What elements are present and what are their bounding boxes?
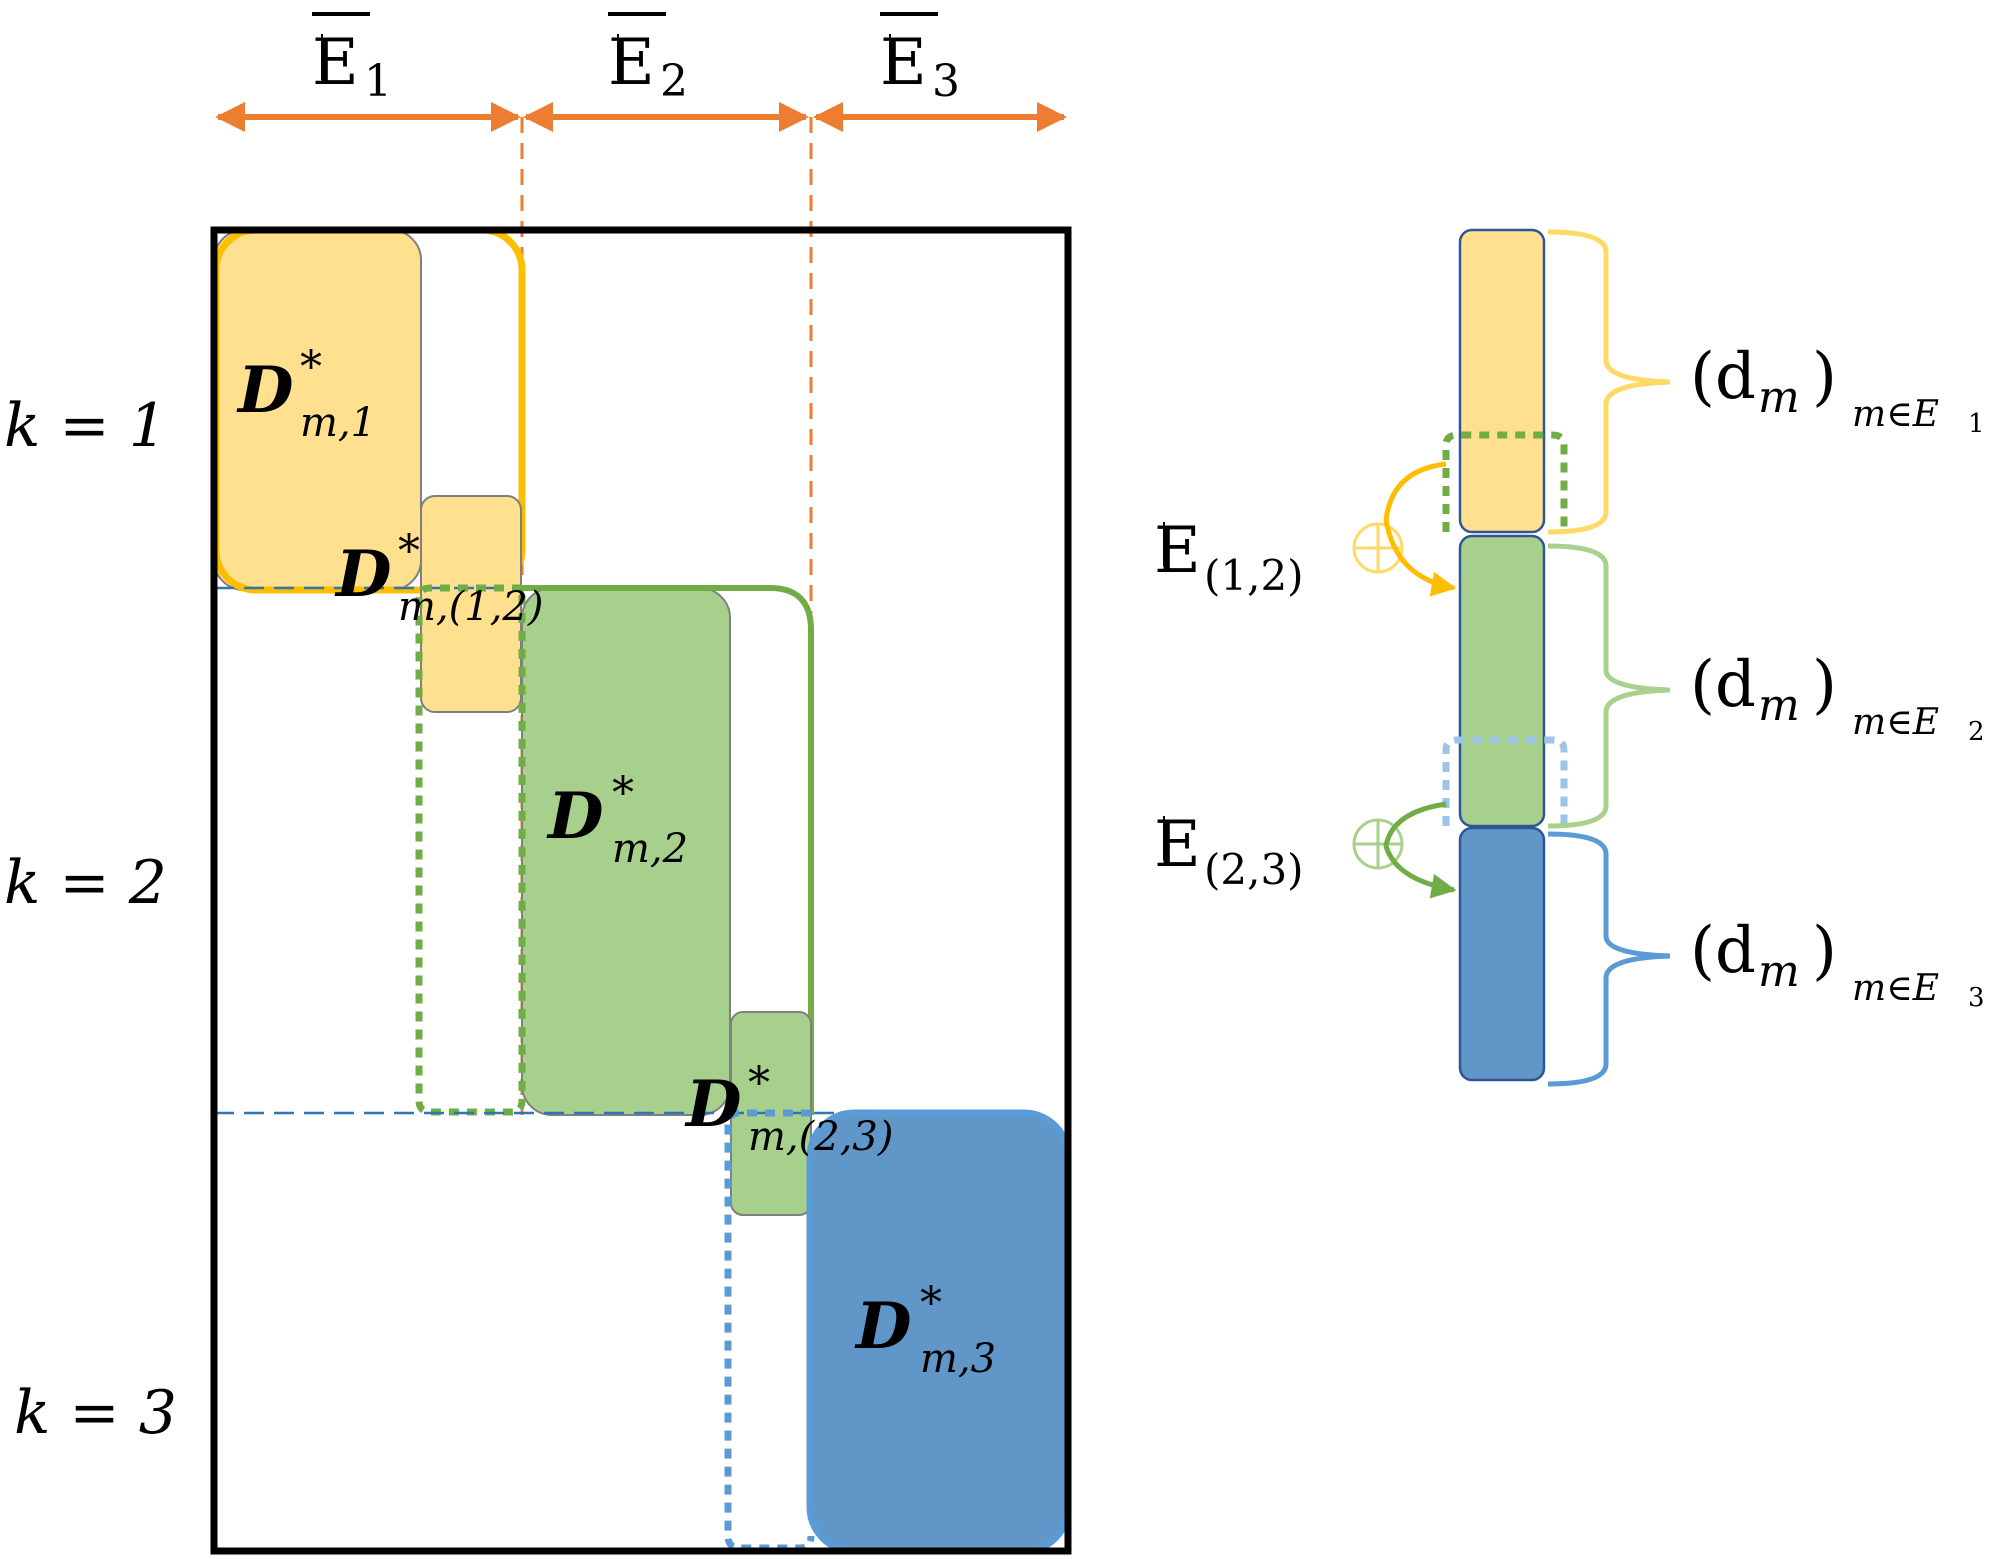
label-e2-sub: 2 — [660, 56, 688, 107]
oplus-12 — [1352, 461, 1457, 597]
vector-seg-3 — [1458, 826, 1546, 1082]
label-d3: D * m,3 — [854, 1278, 996, 1382]
brace-label-2-main: (d — [1690, 648, 1756, 722]
block-d3 — [806, 1109, 1072, 1555]
label-d2-sub: m,2 — [612, 826, 688, 872]
label-d1-sup: * — [300, 342, 322, 393]
row-label-k1: k = 1 — [4, 391, 167, 461]
vector-overlap-12 — [1442, 431, 1568, 532]
brace-label-2-m: m — [1758, 680, 1800, 731]
row-label-k3: k = 3 — [14, 1378, 177, 1448]
label-d1-base: D — [236, 353, 294, 428]
overlap-label-23: E (2,3) — [1154, 808, 1304, 894]
vector-overlap-23 — [1442, 736, 1568, 826]
label-e1: E 1 — [312, 12, 392, 107]
vector-seg-2 — [1458, 534, 1546, 828]
brace-label-3-m: m — [1758, 946, 1800, 997]
brace-2 — [1547, 543, 1671, 829]
brace-label-2-close: ) — [1812, 648, 1837, 722]
label-d3-sub: m,3 — [920, 1336, 996, 1382]
overlap-dotted-blue — [724, 1109, 815, 1552]
label-d1: D * m,1 — [236, 342, 376, 446]
label-d2: D * m,2 — [546, 768, 688, 872]
label-e1-sub: 1 — [364, 56, 392, 107]
brace-label-2-sub: m∈E — [1852, 702, 1939, 743]
overlap-label-12: E (1,2) — [1154, 514, 1304, 600]
overlap-label-23-base: E — [1154, 808, 1201, 882]
brace-label-1-sub: m∈E — [1852, 394, 1939, 435]
label-e3: E 3 — [880, 12, 960, 107]
label-d23-base: D — [684, 1067, 742, 1142]
brace-label-3-sub: m∈E — [1852, 968, 1939, 1009]
brace-label-3-main: (d — [1690, 914, 1756, 988]
label-e1-base: E — [312, 26, 359, 100]
label-d3-sup: * — [920, 1278, 942, 1329]
oplus-12-arrow — [1383, 461, 1457, 597]
vector-seg-1 — [1458, 228, 1546, 534]
label-e3-base: E — [880, 26, 927, 100]
row-label-k2: k = 2 — [4, 848, 167, 918]
matrix-frame — [210, 226, 1072, 1555]
overlap-label-12-sub: (1,2) — [1204, 551, 1304, 600]
label-e3-sub: 3 — [932, 56, 960, 107]
block-d2-outline — [522, 585, 814, 1115]
brace-label-1-main: (d — [1690, 340, 1756, 414]
brace-label-3-subidx: 3 — [1968, 983, 1985, 1013]
oplus-23 — [1352, 801, 1457, 899]
label-d3-base: D — [854, 1289, 912, 1364]
brace-label-3: (d m ) m∈E 3 — [1690, 914, 1985, 1013]
brace-label-1: (d m ) m∈E 1 — [1690, 340, 1985, 439]
brace-label-1-m: m — [1758, 372, 1800, 423]
overlap-label-12-base: E — [1154, 514, 1201, 588]
brace-label-1-subidx: 1 — [1968, 409, 1985, 439]
vector-stack — [1442, 228, 1568, 1082]
label-d1-sub: m,1 — [300, 400, 376, 446]
label-d12-base: D — [334, 537, 392, 612]
label-d2-sup: * — [612, 768, 634, 819]
brace-3 — [1547, 831, 1671, 1087]
label-d12: D * m,(1,2) — [334, 526, 543, 630]
label-d2-base: D — [546, 779, 604, 854]
brace-label-2-subidx: 2 — [1968, 717, 1985, 747]
overlap-label-23-sub: (2,3) — [1204, 845, 1304, 894]
brace-label-2: (d m ) m∈E 2 — [1690, 648, 1985, 747]
label-d23: D * m,(2,3) — [684, 1058, 893, 1160]
brace-label-1-close: ) — [1812, 340, 1837, 414]
label-e2-base: E — [608, 26, 655, 100]
overlap-dotted-green — [415, 584, 526, 1116]
label-d23-sup: * — [748, 1058, 770, 1109]
label-d12-sub: m,(1,2) — [398, 584, 543, 630]
label-d12-sup: * — [398, 526, 420, 577]
label-e2: E 2 — [608, 12, 688, 107]
oplus-23-arrow — [1383, 801, 1457, 899]
label-d23-sub: m,(2,3) — [748, 1114, 893, 1160]
brace-label-3-close: ) — [1812, 914, 1837, 988]
brace-1 — [1547, 229, 1671, 535]
